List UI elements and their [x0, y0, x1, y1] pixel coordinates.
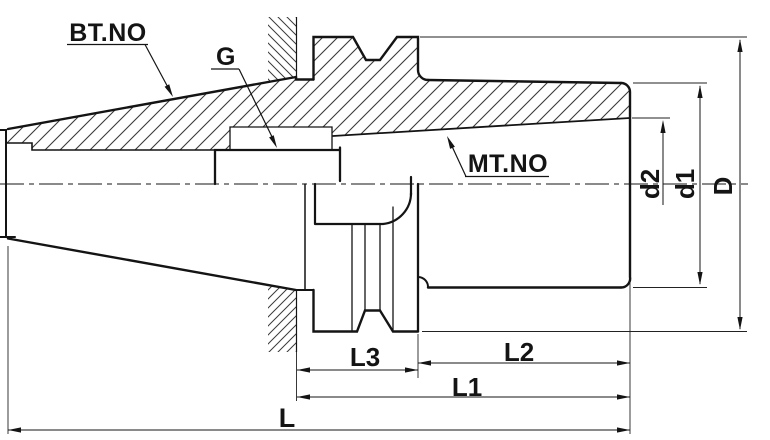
leader-g — [238, 68, 276, 144]
flange-cavity — [304, 175, 413, 333]
thread-zone — [229, 126, 333, 151]
extension-lines — [7, 36, 747, 434]
label-d2: d2 — [635, 169, 665, 199]
label-D: D — [708, 177, 738, 196]
label-l: L — [279, 403, 296, 433]
bore-profile — [5, 117, 631, 186]
flange-bottom-profile — [312, 288, 420, 333]
taper-bottom-edge — [6, 237, 298, 292]
shank-end-face — [0, 129, 7, 238]
label-l1: L1 — [452, 372, 482, 402]
cavity-outline — [313, 182, 413, 226]
label-mt-no: MT.NO — [468, 150, 548, 178]
drawbar-bore — [5, 142, 216, 151]
leader-mt-no — [449, 141, 467, 177]
flange-top-profile — [312, 35, 430, 82]
leader-lines — [67, 43, 549, 178]
spindle-hatch-top — [268, 17, 297, 82]
dimension-arrows — [8, 39, 743, 433]
body-top-edge — [426, 78, 623, 85]
morse-taper-bore — [332, 117, 631, 137]
taper-top-edge — [6, 75, 298, 131]
label-bt-no: BT.NO — [69, 19, 147, 47]
spindle-hatch-bottom — [268, 285, 297, 352]
leader-bt-no — [144, 44, 172, 94]
section-hatching — [6, 17, 630, 352]
dimension-lines — [8, 40, 741, 431]
label-g: G — [216, 43, 236, 71]
label-d1: d1 — [670, 169, 700, 199]
label-l2: L2 — [504, 337, 534, 367]
wall-section-hatch — [6, 37, 630, 150]
label-l3: L3 — [350, 342, 380, 372]
body-end-face — [619, 81, 632, 289]
body-flange-fillet — [417, 275, 429, 289]
counterbore-cavity — [213, 146, 342, 186]
leader-arrows — [164, 84, 455, 149]
